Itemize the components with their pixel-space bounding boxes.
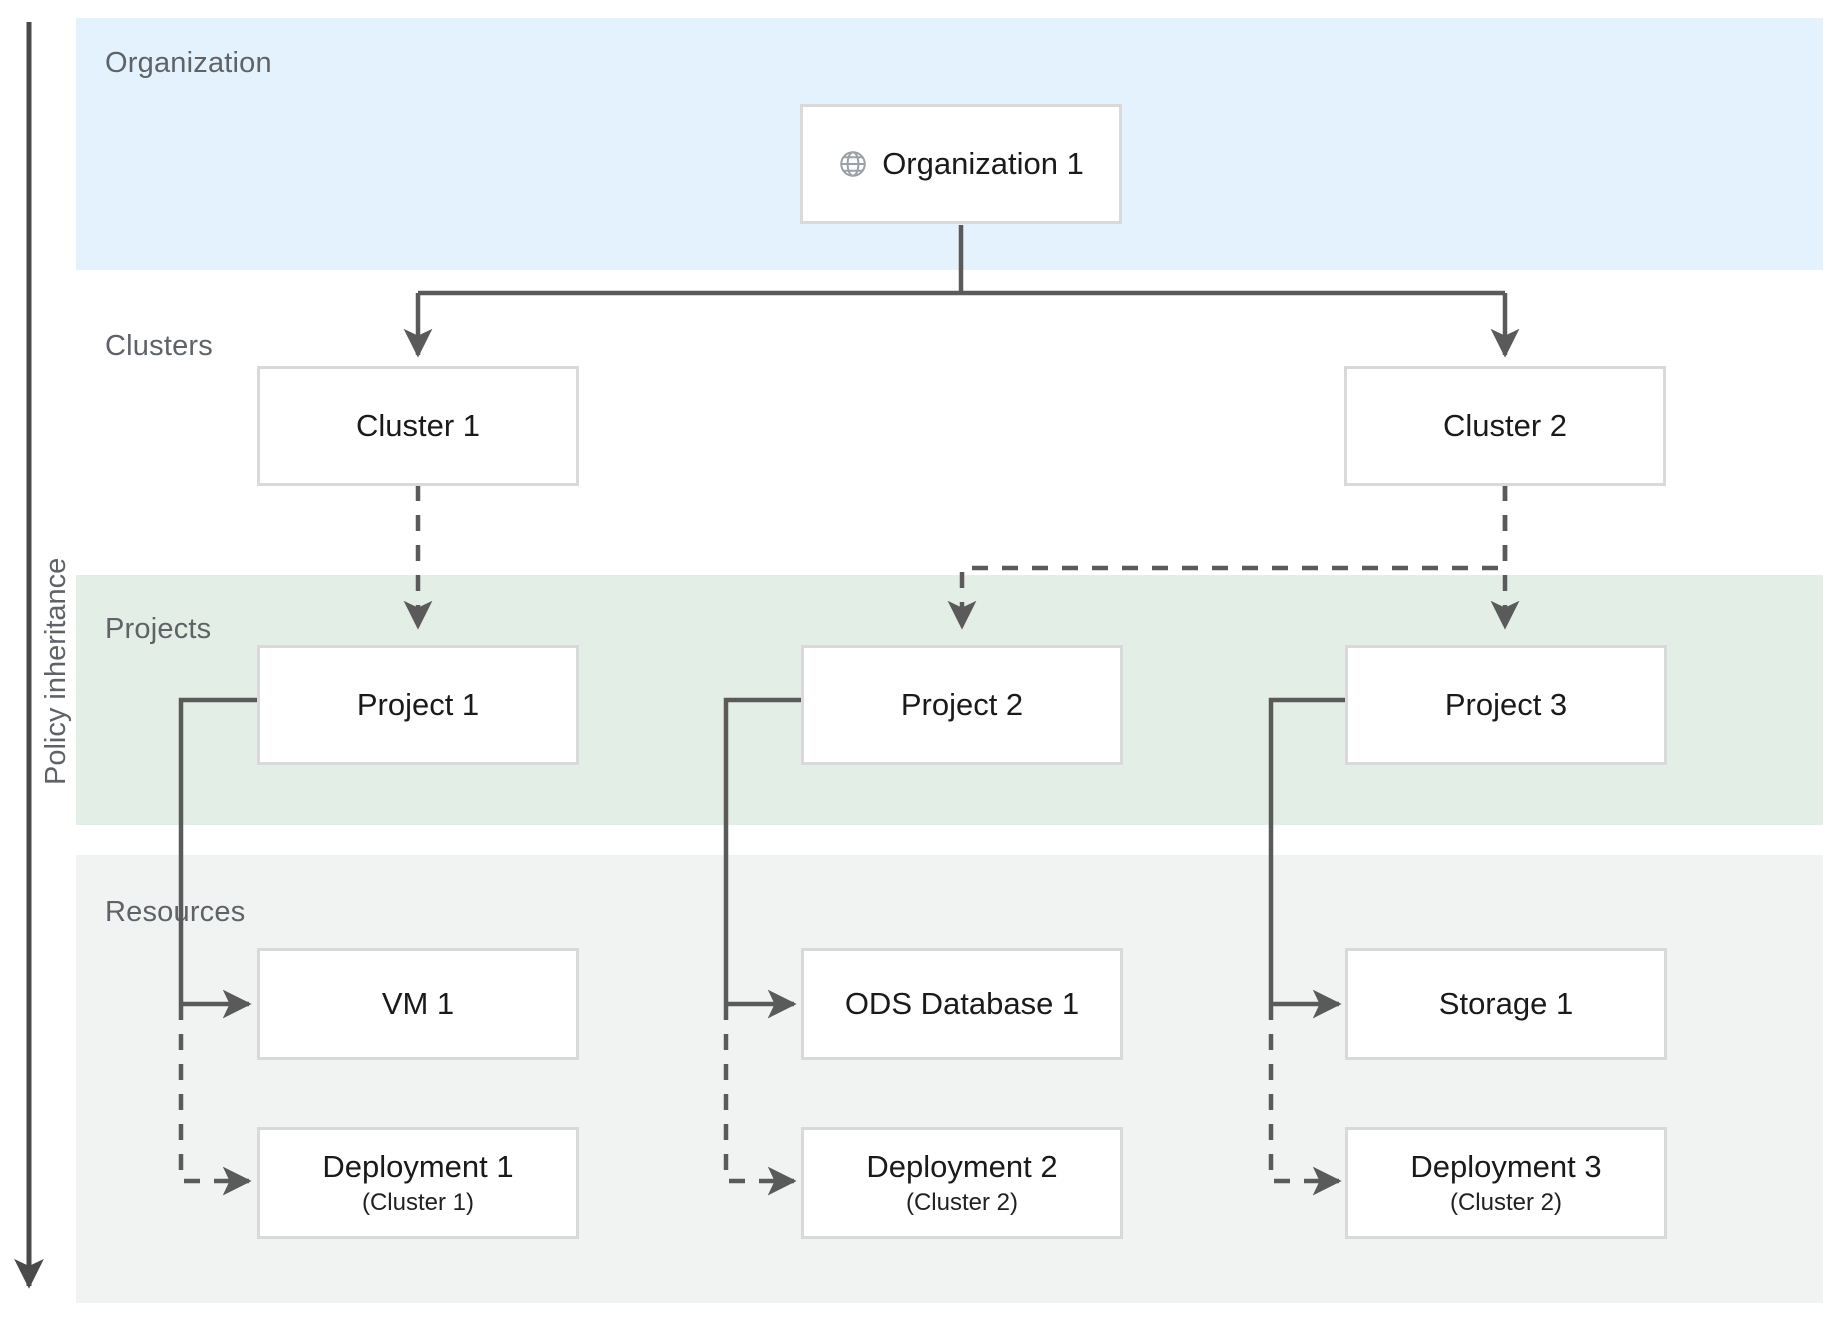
band-label-organization: Organization [105, 47, 272, 79]
node-label: Project 3 [1444, 686, 1568, 722]
edge-project1-to-deployment1 [178, 1004, 252, 1196]
node-organization-1[interactable]: Organization 1 [800, 104, 1122, 224]
node-label: Deployment 3 [1410, 1148, 1602, 1184]
node-label: Deployment 1 [322, 1148, 514, 1184]
band-label-resources: Resources [105, 896, 246, 928]
node-label: ODS Database 1 [844, 985, 1080, 1021]
band-label-clusters: Clusters [105, 330, 213, 362]
globe-icon [838, 149, 868, 179]
node-label: Cluster 2 [1442, 407, 1568, 443]
node-project-3[interactable]: Project 3 [1345, 645, 1667, 765]
node-deployment-3[interactable]: Deployment 3 (Cluster 2) [1345, 1127, 1667, 1239]
edge-project2-to-deployment2 [723, 1004, 797, 1196]
node-sublabel: (Cluster 2) [905, 1189, 1019, 1217]
edge-project3-to-deployment3 [1268, 1004, 1342, 1196]
edge-project3-riser [1268, 697, 1348, 1004]
node-label: Project 2 [900, 686, 1024, 722]
node-label: Project 1 [356, 686, 480, 722]
node-label: Cluster 1 [355, 407, 481, 443]
edge-project2-riser [723, 697, 803, 1004]
node-storage-1[interactable]: Storage 1 [1345, 948, 1667, 1060]
node-deployment-2[interactable]: Deployment 2 (Cluster 2) [801, 1127, 1123, 1239]
edge-project1-riser [178, 697, 258, 1004]
node-ods-database-1[interactable]: ODS Database 1 [801, 948, 1123, 1060]
node-label: Organization 1 [882, 145, 1084, 181]
node-sublabel: (Cluster 2) [1449, 1189, 1563, 1217]
node-cluster-1[interactable]: Cluster 1 [257, 366, 579, 486]
band-label-projects: Projects [105, 613, 212, 645]
node-deployment-1[interactable]: Deployment 1 (Cluster 1) [257, 1127, 579, 1239]
node-cluster-2[interactable]: Cluster 2 [1344, 366, 1666, 486]
node-vm-1[interactable]: VM 1 [257, 948, 579, 1060]
node-label: VM 1 [381, 985, 455, 1021]
node-project-2[interactable]: Project 2 [801, 645, 1123, 765]
node-label: Storage 1 [1438, 985, 1574, 1021]
node-project-1[interactable]: Project 1 [257, 645, 579, 765]
node-sublabel: (Cluster 1) [361, 1189, 475, 1217]
node-label: Deployment 2 [866, 1148, 1058, 1184]
edge-cluster2-to-project2 [947, 485, 1508, 630]
